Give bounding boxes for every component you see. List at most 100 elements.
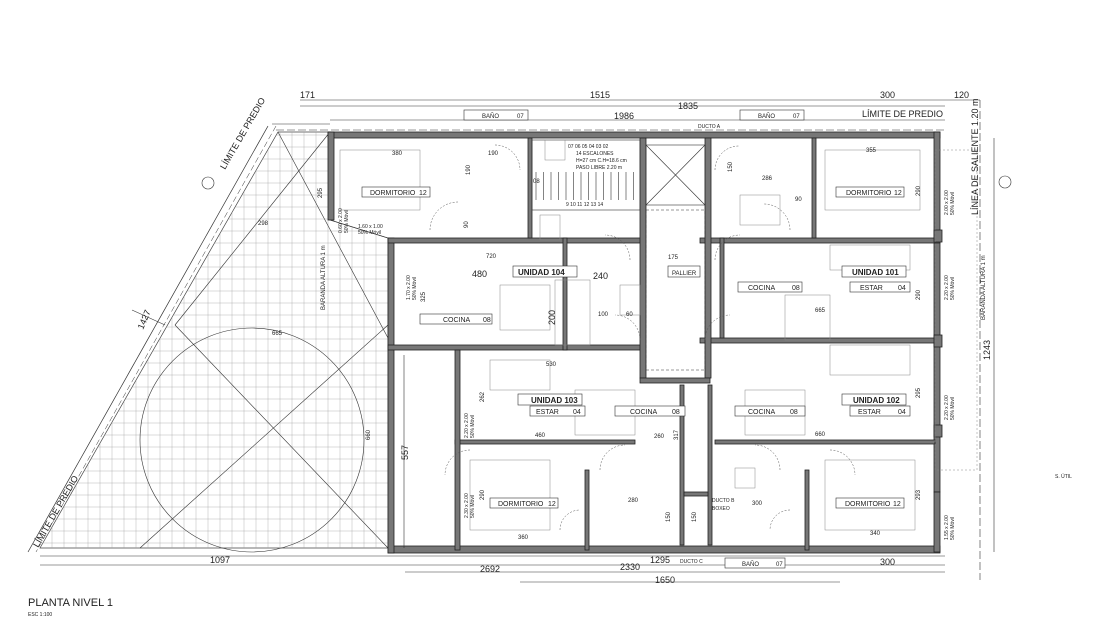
svg-text:H=27 cm C.H=18.6 cm: H=27 cm C.H=18.6 cm [576,158,627,164]
svg-text:665: 665 [815,308,826,314]
dormitorio-104: DORMITORIO [370,190,416,197]
dormitorio-103: DORMITORIO [498,501,544,508]
svg-text:1097: 1097 [210,555,230,565]
svg-text:2.00 x 2.00: 2.00 x 2.00 [944,190,950,215]
svg-text:BOXEO: BOXEO [712,506,730,512]
svg-text:9 10 11 12 13 14: 9 10 11 12 13 14 [566,202,603,208]
dormitorio-101: DORMITORIO [846,190,892,197]
dim-1515: 1515 [590,90,610,100]
plan-scale: ESC 1:100 [28,612,52,618]
texts: 171 1515 300 120 1835 1986 LÍMITE DE PRE… [28,90,1072,618]
cocina-103: COCINA [630,409,658,416]
unit-103-label: UNIDAD 103 [531,396,578,405]
svg-text:07: 07 [776,562,783,568]
svg-text:50% Móvil: 50% Móvil [950,277,956,300]
svg-text:1650: 1650 [655,575,675,585]
svg-text:150: 150 [692,511,698,522]
svg-text:50% Móvil: 50% Móvil [950,397,956,420]
plan-title: PLANTA NIVEL 1 [28,597,113,609]
svg-text:1243: 1243 [982,340,992,360]
svg-text:293: 293 [916,489,922,500]
estar-102: ESTAR [858,409,881,416]
svg-text:720: 720 [486,254,497,260]
svg-text:1.55 x 2.00: 1.55 x 2.00 [944,515,950,540]
svg-text:290: 290 [916,185,922,196]
svg-text:317: 317 [674,429,680,440]
svg-text:665: 665 [272,331,283,337]
cocina-102: COCINA [748,409,776,416]
estar-103: ESTAR [536,409,559,416]
svg-text:12: 12 [893,501,901,508]
dim-171: 171 [300,90,315,100]
svg-text:90: 90 [795,197,802,203]
svg-text:04: 04 [898,409,906,416]
svg-text:286: 286 [762,176,773,182]
svg-text:12: 12 [419,190,427,197]
svg-text:08: 08 [790,409,798,416]
svg-text:50% Móvil: 50% Móvil [470,415,476,438]
svg-text:295: 295 [318,187,324,198]
cocina-104: COCINA [443,317,471,324]
limite-predio-left: LÍMITE DE PREDIO [218,96,267,171]
baranda-left: BARANDA ALTURA 1 m [321,245,327,310]
baranda-right: BARANDA ALTURA 1 m [981,255,987,320]
svg-text:300: 300 [880,557,895,567]
unit-104-label: UNIDAD 104 [518,268,565,277]
svg-text:340: 340 [870,531,881,537]
svg-text:150: 150 [728,161,734,172]
svg-text:298: 298 [258,221,269,227]
section-marker-right [998,175,1012,189]
svg-text:660: 660 [815,432,826,438]
svg-text:460: 460 [535,433,546,439]
estar-101: ESTAR [860,285,883,292]
svg-text:190: 190 [488,151,499,157]
svg-text:240: 240 [593,271,608,281]
svg-text:200: 200 [547,310,557,325]
limite-predio-bottom: LÍMITE DE PREDIO [31,474,80,549]
svg-text:355: 355 [866,148,877,154]
section-marker-left [201,176,215,190]
dimension-lines [40,99,995,583]
svg-text:150: 150 [666,511,672,522]
svg-text:480: 480 [472,269,487,279]
section-markers [201,175,1012,190]
svg-text:360: 360 [518,535,529,541]
unit-102-label: UNIDAD 102 [853,396,900,405]
svg-text:08: 08 [483,317,491,324]
ducto-a: DUCTO A [698,124,721,130]
terrace-area [39,123,389,553]
svg-text:60: 60 [626,312,633,318]
dim-300-top: 300 [880,90,895,100]
svg-text:1295: 1295 [650,555,670,565]
svg-text:50% Móvil: 50% Móvil [344,210,350,233]
svg-text:557: 557 [400,445,410,460]
svg-text:175: 175 [668,255,679,261]
label-boxes [361,109,911,569]
svg-text:14 ESCALONES: 14 ESCALONES [576,151,614,157]
svg-text:04: 04 [898,285,906,292]
property-limits [27,100,981,580]
svg-text:380: 380 [392,151,403,157]
cocina-101: COCINA [748,285,776,292]
side-note: S. ÚTIL [1055,473,1072,480]
svg-text:260: 260 [654,434,665,440]
svg-text:2.20 x 2.00: 2.20 x 2.00 [944,275,950,300]
svg-text:2692: 2692 [480,564,500,574]
terrace-circle [139,327,365,553]
svg-text:2330: 2330 [620,562,640,572]
svg-text:07: 07 [517,114,524,120]
svg-text:DUCTO B: DUCTO B [712,498,735,504]
svg-text:08: 08 [792,285,800,292]
svg-text:DUCTO C: DUCTO C [680,559,703,565]
furniture [339,139,978,531]
svg-text:1.60 x 1.00: 1.60 x 1.00 [358,224,383,230]
dormitorio-102: DORMITORIO [845,501,891,508]
linea-saliente: LÍNEA DE SALIENTE 1.20 m [970,98,980,215]
svg-text:2.30 x 2.00: 2.30 x 2.00 [464,493,470,518]
svg-text:190: 190 [466,164,472,175]
limite-predio-top: LÍMITE DE PREDIO [862,109,943,119]
svg-text:0.60 x 2.00: 0.60 x 2.00 [338,208,344,233]
svg-text:280: 280 [628,498,639,504]
svg-text:50% Móvil: 50% Móvil [470,495,476,518]
